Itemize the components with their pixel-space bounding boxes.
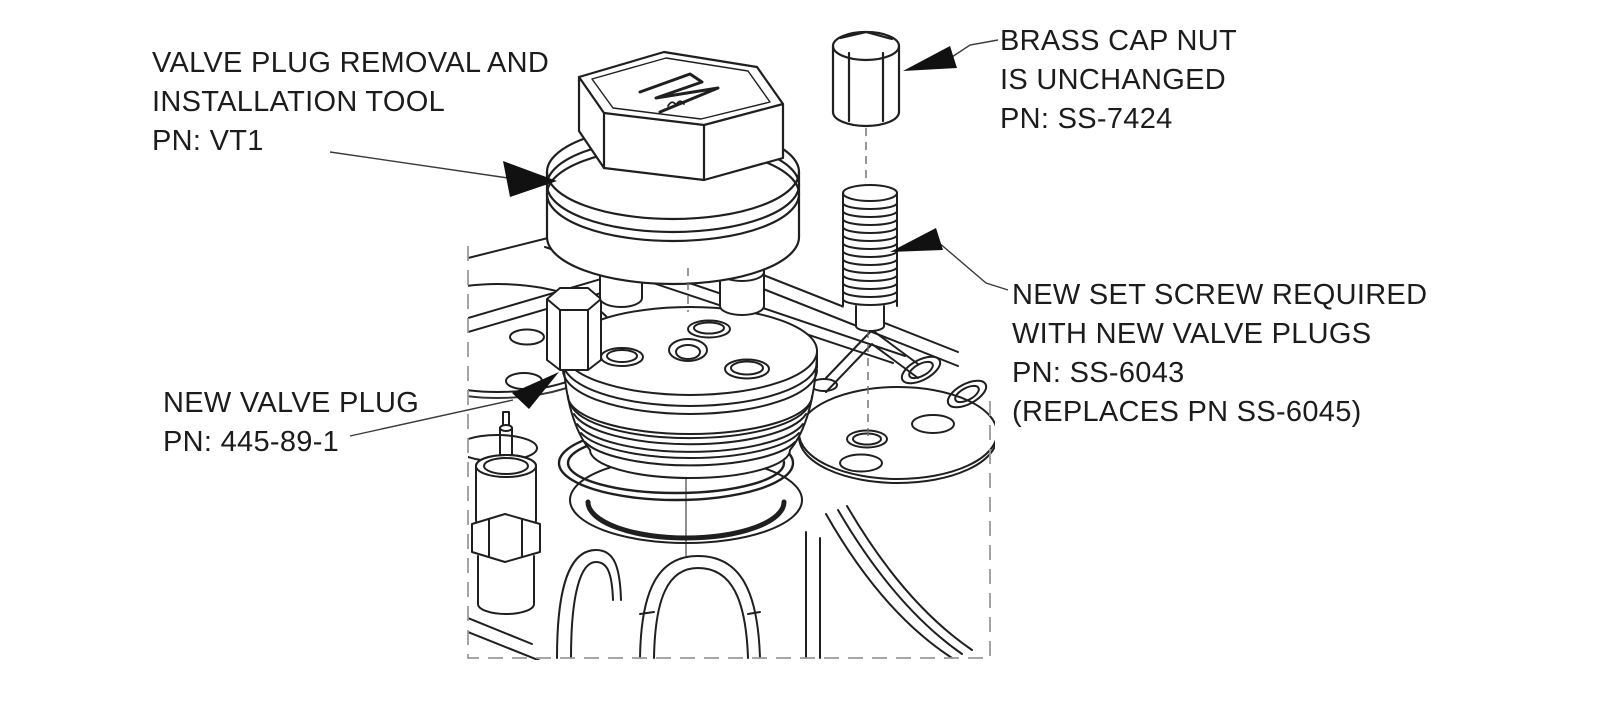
valve-plug-drawing (562, 306, 818, 479)
tool-logo-mark (638, 72, 720, 114)
callout-leaders (329, 39, 1009, 437)
label-line: PN: SS-7424 (1000, 103, 1173, 135)
dashed-break-border (467, 246, 991, 659)
label-line: NEW SET SCREW REQUIRED (1012, 279, 1428, 311)
label-line: INSTALLATION TOOL (152, 86, 446, 118)
leader-valve-plug (349, 399, 514, 437)
relief-valve-fitting (468, 411, 541, 615)
label-line: PN: SS-6043 (1012, 357, 1185, 389)
body-ribs (468, 505, 973, 660)
arrowhead-valve-plug (512, 372, 559, 409)
leader-cap-nut (951, 39, 999, 58)
assembly-centerlines (687, 128, 869, 438)
leader-set-screw (937, 241, 1009, 291)
label-line: BRASS CAP NUT (1000, 25, 1238, 57)
label-line: IS UNCHANGED (1000, 64, 1226, 96)
arrowhead-cap-nut (903, 46, 957, 71)
label-set-screw: NEW SET SCREW REQUIRED WITH NEW VALVE PL… (1012, 276, 1427, 432)
label-line: PN: VT1 (152, 125, 264, 157)
set-screw-drawing (842, 184, 898, 332)
removal-tool-drawing (545, 50, 801, 286)
label-line: PN: 445-89-1 (163, 426, 340, 458)
label-line: (REPLACES PN SS-6045) (1012, 396, 1362, 428)
arrowhead-tool (503, 161, 557, 197)
leader-tool (329, 151, 509, 179)
brass-cap-nut-drawing (831, 30, 901, 128)
right-platform-bosses (900, 355, 988, 409)
label-removal-tool: VALVE PLUG REMOVAL AND INSTALLATION TOOL… (152, 44, 549, 161)
label-line: NEW VALVE PLUG (163, 387, 420, 419)
label-valve-plug: NEW VALVE PLUG PN: 445-89-1 (163, 384, 419, 462)
label-brass-cap-nut: BRASS CAP NUT IS UNCHANGED PN: SS-7424 (1000, 22, 1237, 139)
label-line: VALVE PLUG REMOVAL AND (152, 47, 550, 79)
arrowhead-set-screw (890, 228, 943, 252)
label-line: WITH NEW VALVE PLUGS (1012, 318, 1372, 350)
